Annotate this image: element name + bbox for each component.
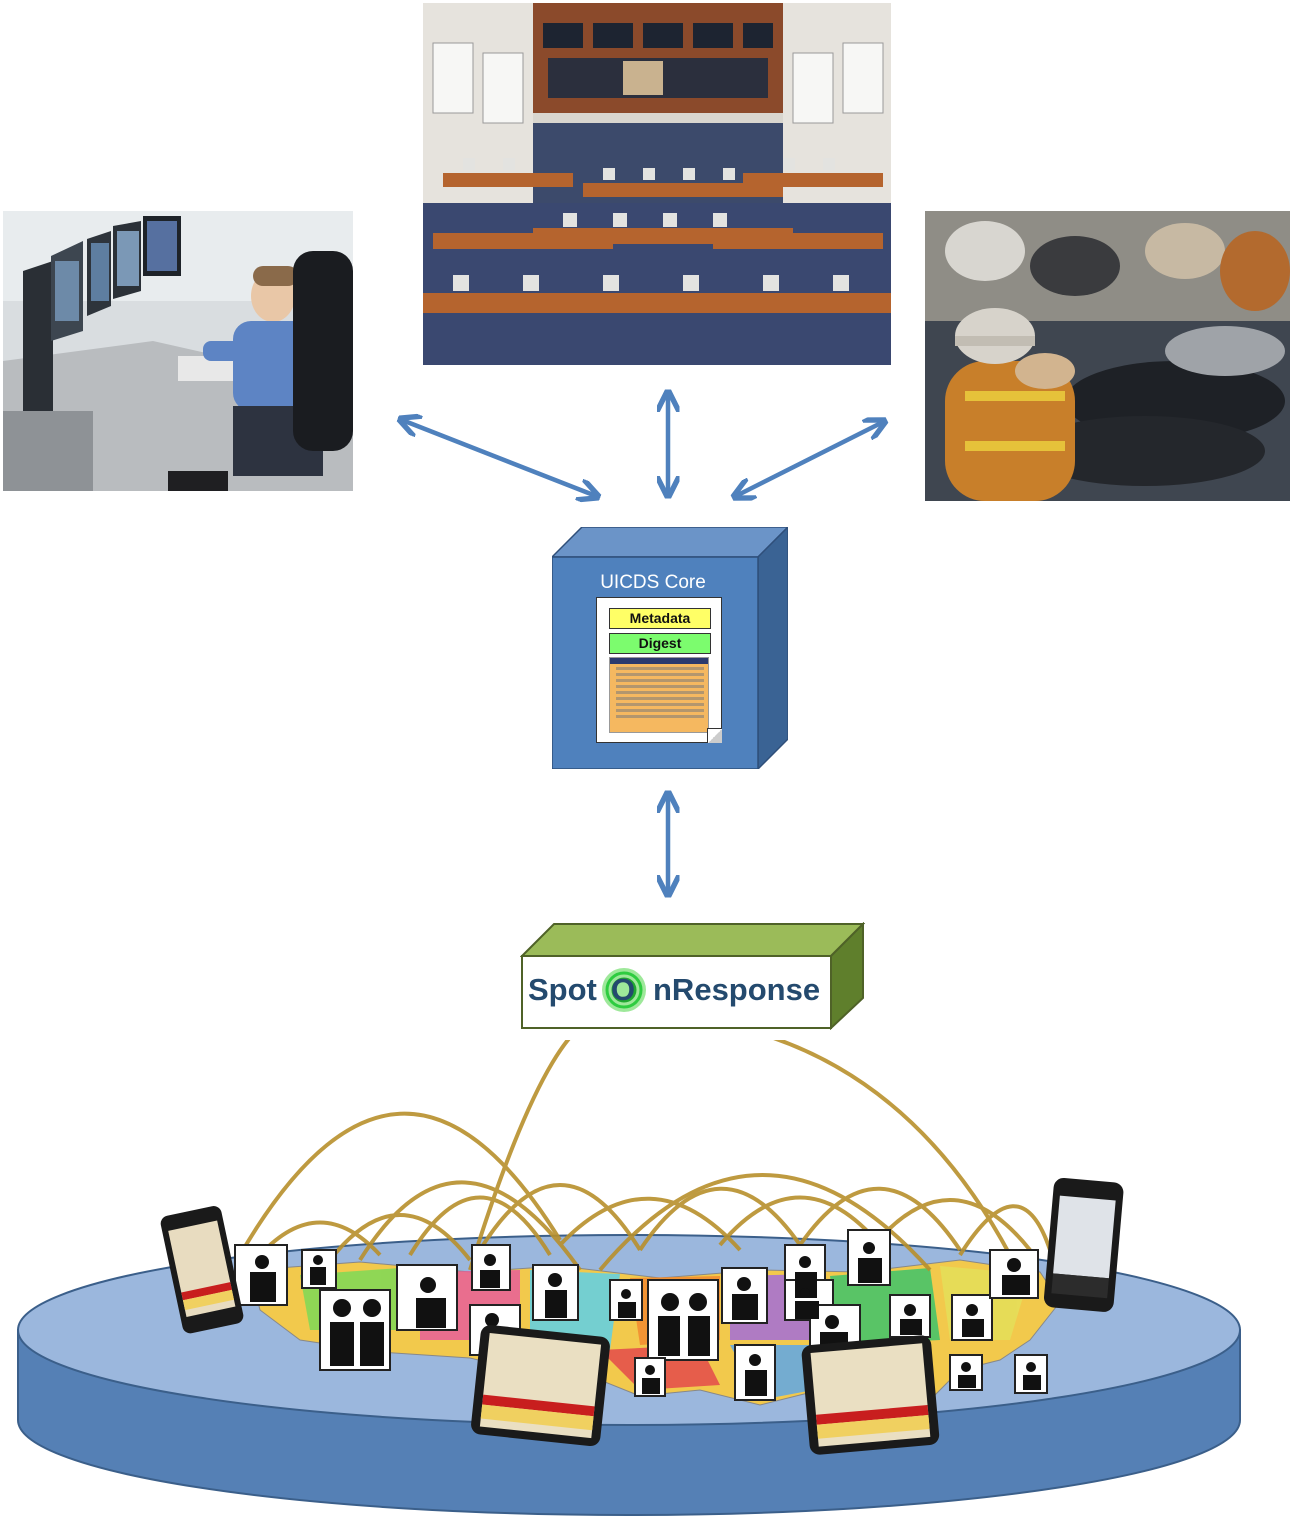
field-photo	[925, 211, 1290, 501]
arrow-field-core	[736, 422, 883, 496]
eoc-photo	[423, 3, 891, 365]
uicds-core-title: UICDS Core	[600, 572, 706, 593]
page-fold	[707, 728, 722, 743]
checklist-line	[616, 667, 704, 670]
logo-suffix: nResponse	[653, 972, 821, 1007]
checklist-thumbnail	[609, 657, 709, 733]
checklist-line	[616, 679, 704, 682]
logo-o: O	[611, 972, 636, 1007]
spotonresponse-logo: Spot O nResponse	[528, 968, 828, 1018]
arrow-dispatcher-core	[402, 420, 596, 496]
checklist-header	[610, 658, 708, 664]
metadata-chip: Metadata	[609, 608, 711, 629]
checklist-line	[616, 685, 704, 688]
logo-prefix: Spot	[528, 972, 597, 1007]
dispatcher-photo	[3, 211, 353, 491]
spotonresponse-box	[520, 922, 865, 1030]
network-links	[238, 1040, 1052, 1272]
checklist-line	[616, 691, 704, 694]
checklist-line	[616, 715, 704, 718]
checklist-line	[616, 709, 704, 712]
uicds-core-box	[552, 527, 788, 769]
target-ring-icon	[602, 968, 646, 1012]
responder-network-map	[17, 1040, 1241, 1516]
core-document: Metadata Digest	[596, 597, 722, 743]
checklist-line	[616, 697, 704, 700]
digest-chip: Digest	[609, 633, 711, 654]
checklist-line	[616, 673, 704, 676]
mobile-devices	[160, 1177, 1124, 1455]
checklist-line	[616, 703, 704, 706]
